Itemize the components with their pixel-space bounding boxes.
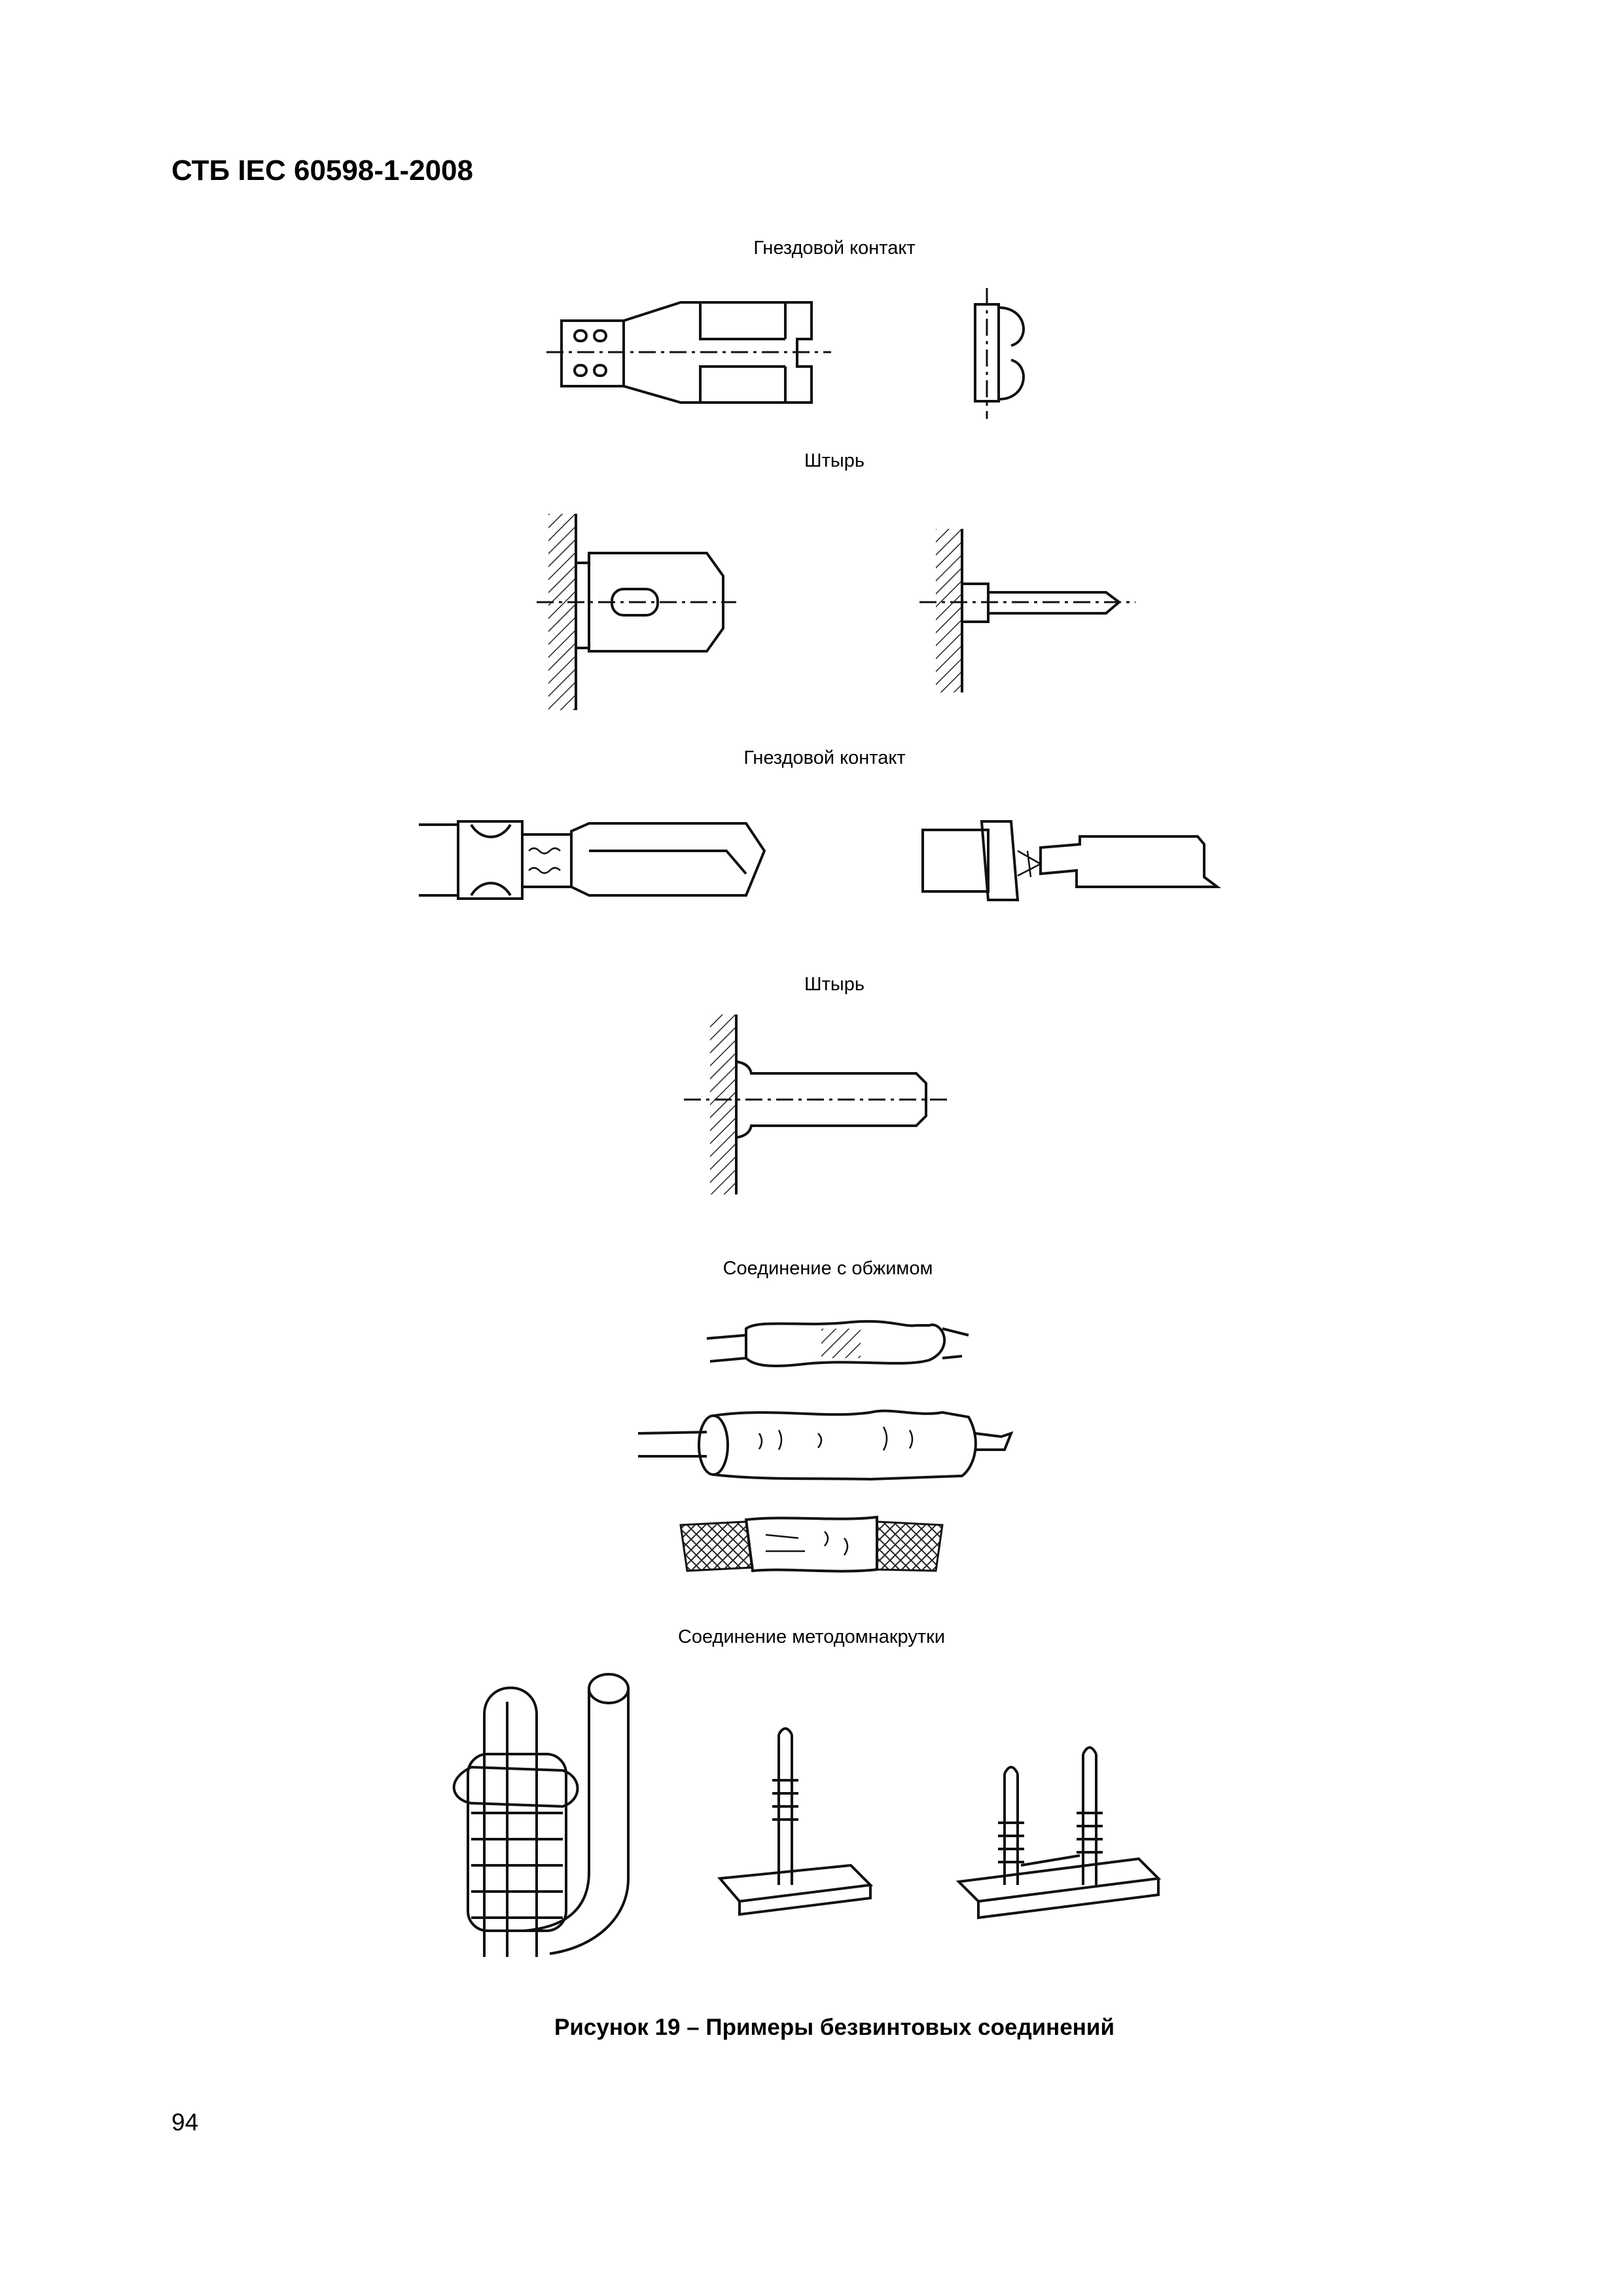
page-number: 94 xyxy=(171,2109,199,2136)
label-socket-contact-1: Гнездовой контакт xyxy=(753,238,916,259)
crimp-connection-1 xyxy=(706,1319,969,1367)
wire-wrap-double-post xyxy=(955,1746,1162,1920)
pin-rod-view xyxy=(919,529,1135,692)
socket-contact-open-view xyxy=(921,820,1221,901)
label-socket-contact-2: Гнездовой контакт xyxy=(743,747,906,768)
socket-contact-end-view xyxy=(974,288,1025,419)
figure-caption: Рисунок 19 – Примеры безвинтовых соедине… xyxy=(554,2015,1115,2040)
crimp-connection-3 xyxy=(679,1515,944,1573)
document-title: СТБ IEC 60598-1-2008 xyxy=(171,154,473,187)
label-pin-1: Штырь xyxy=(804,450,865,471)
pin-profile-view xyxy=(684,1014,949,1194)
socket-contact-crimped-view xyxy=(419,820,766,900)
label-crimp-connection: Соединение с обжимом xyxy=(722,1258,933,1279)
label-wrap-connection: Соединение методомнакрутки xyxy=(677,1626,946,1647)
crimp-connection-2 xyxy=(637,1409,1014,1481)
wire-wrap-single-post xyxy=(717,1727,874,1916)
label-pin-2: Штырь xyxy=(804,974,865,995)
wire-wrap-detail xyxy=(452,1673,630,1957)
socket-contact-side-view xyxy=(546,301,831,404)
pin-sleeve-view xyxy=(537,514,736,710)
